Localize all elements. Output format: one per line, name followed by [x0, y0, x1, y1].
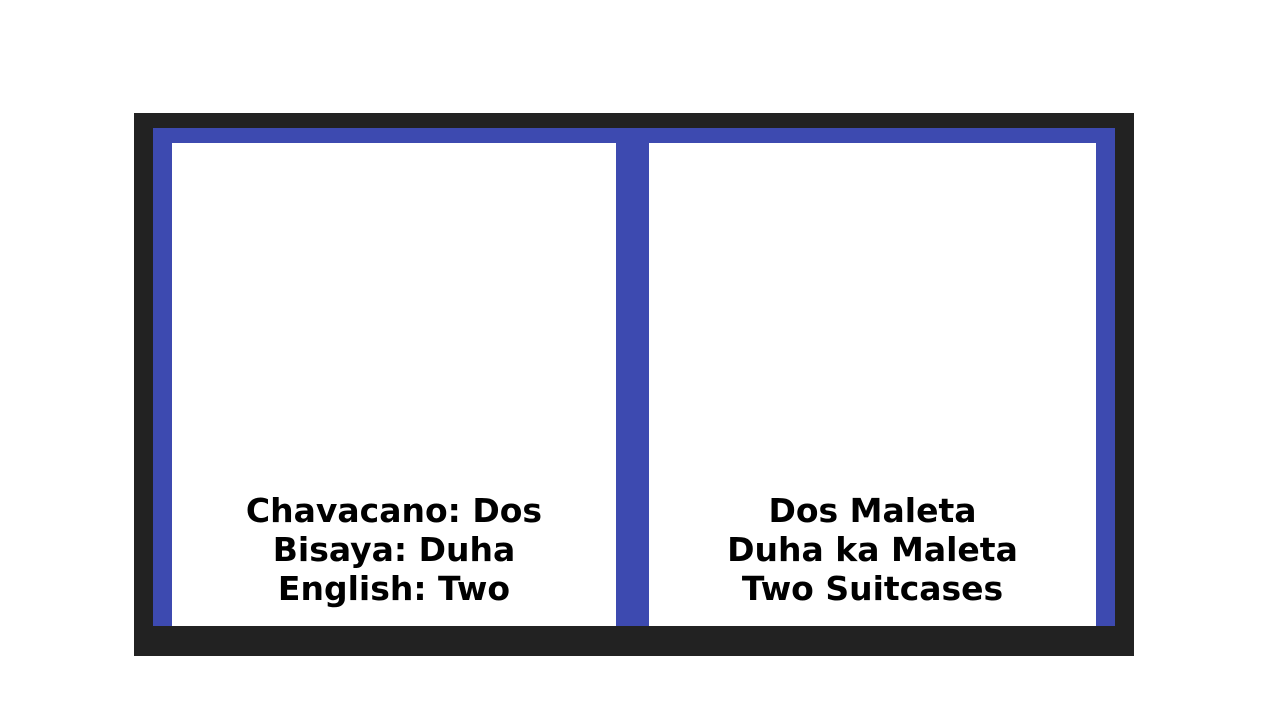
chavacano-word-label: Chavacano: Dos — [245, 491, 543, 530]
left-panel: Chavacano: Dos Bisaya: Duha English: Two — [172, 143, 616, 626]
inner-frame: Chavacano: Dos Bisaya: Duha English: Two… — [153, 128, 1115, 626]
bisaya-phrase-label: Duha ka Maleta — [727, 530, 1018, 569]
bisaya-word-label: Bisaya: Duha — [272, 530, 516, 569]
english-phrase-label: Two Suitcases — [741, 569, 1004, 608]
english-word-label: English: Two — [277, 569, 511, 608]
right-panel: Dos Maleta Duha ka Maleta Two Suitcases — [649, 143, 1096, 626]
chavacano-phrase-label: Dos Maleta — [768, 491, 977, 530]
right-caption: Dos Maleta Duha ka Maleta Two Suitcases — [727, 491, 1018, 608]
left-caption: Chavacano: Dos Bisaya: Duha English: Two — [246, 491, 542, 608]
outer-frame: Chavacano: Dos Bisaya: Duha English: Two… — [134, 113, 1134, 656]
